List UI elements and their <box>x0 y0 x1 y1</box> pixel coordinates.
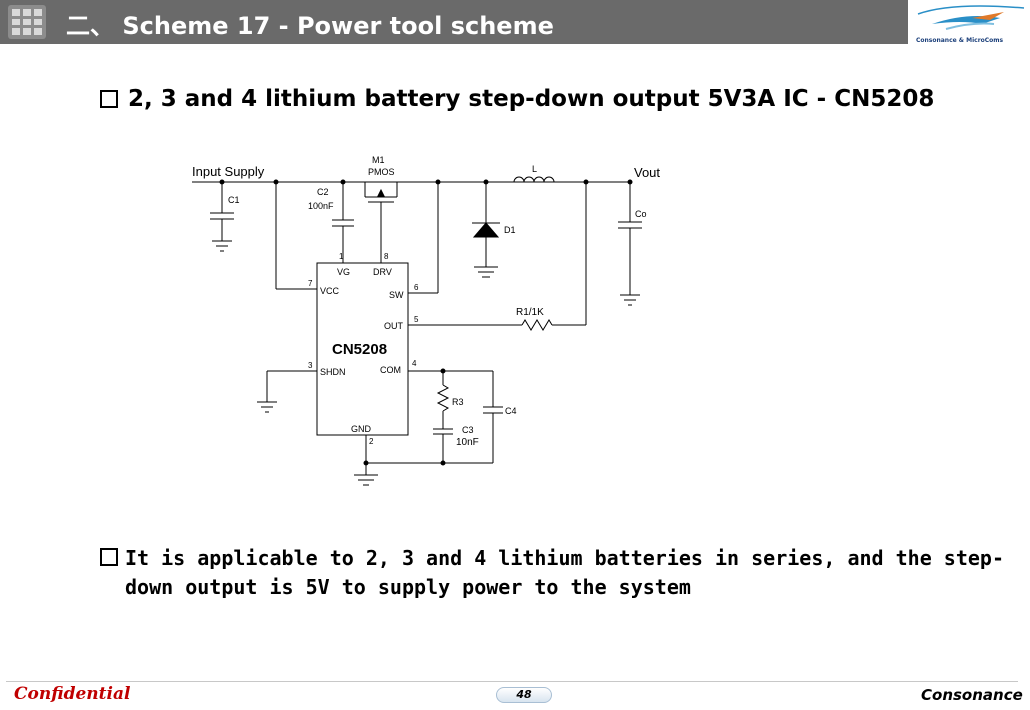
label-c1: C1 <box>228 195 240 205</box>
pin-vcc: VCC <box>320 286 340 296</box>
ic-name: CN5208 <box>332 341 387 358</box>
pin-number-4: 4 <box>412 359 417 368</box>
description-bullet: It is applicable to 2, 3 and 4 lithium b… <box>100 544 1010 602</box>
label-input-supply: Input Supply <box>192 164 265 179</box>
company-logo <box>912 0 1030 44</box>
header-bar: 二、 Scheme 17 - Power tool scheme <box>0 0 908 44</box>
label-inductor: L <box>532 164 537 174</box>
pin-drv: DRV <box>373 267 392 277</box>
section-heading: 2, 3 and 4 lithium battery step-down out… <box>100 86 934 112</box>
pin-number-8: 8 <box>384 252 389 261</box>
label-c3-value: 10nF <box>456 437 479 448</box>
label-c2: C2 <box>317 187 329 197</box>
description-line-2: down output is 5V to supply power to the… <box>125 575 691 599</box>
pin-sw: SW <box>389 290 404 300</box>
page-number: 48 <box>496 687 552 703</box>
heading-text: 2, 3 and 4 lithium battery step-down out… <box>128 86 935 112</box>
pin-out: OUT <box>384 321 404 331</box>
pin-number-6: 6 <box>414 283 419 292</box>
footer-brand: Consonance <box>921 686 1023 704</box>
label-m1: M1 <box>372 155 385 165</box>
pin-number-7: 7 <box>308 279 313 288</box>
label-r1: R1/1K <box>516 307 544 318</box>
pin-gnd: GND <box>351 424 372 434</box>
circuit-diagram: Input Supply C1 C2 100nF M1 PMOS L Vout … <box>192 155 660 486</box>
pin-number-3: 3 <box>308 361 313 370</box>
menu-grid-icon <box>8 5 46 39</box>
logo-text: Consonance & MicroComs <box>916 37 1004 44</box>
label-r3: R3 <box>452 397 464 407</box>
page-title: 二、 Scheme 17 - Power tool scheme <box>66 12 554 40</box>
pin-shdn: SHDN <box>320 367 346 377</box>
pin-number-1: 1 <box>339 252 344 261</box>
bullet-square-icon <box>100 90 118 108</box>
label-co: Co <box>635 209 647 219</box>
confidential-label: Confidential <box>14 684 131 704</box>
pin-com: COM <box>380 365 401 375</box>
label-d1: D1 <box>504 225 516 235</box>
label-c4: C4 <box>505 406 517 416</box>
label-c2-value: 100nF <box>308 201 334 211</box>
label-c3: C3 <box>462 425 474 435</box>
pin-vg: VG <box>337 267 350 277</box>
description-line-1: It is applicable to 2, 3 and 4 lithium b… <box>125 546 1004 570</box>
footer-divider <box>6 681 1018 682</box>
pin-number-2: 2 <box>369 437 374 446</box>
bullet-square-icon <box>100 548 118 566</box>
label-m1-type: PMOS <box>368 167 395 177</box>
label-vout: Vout <box>634 165 660 180</box>
pin-number-5: 5 <box>414 315 419 324</box>
